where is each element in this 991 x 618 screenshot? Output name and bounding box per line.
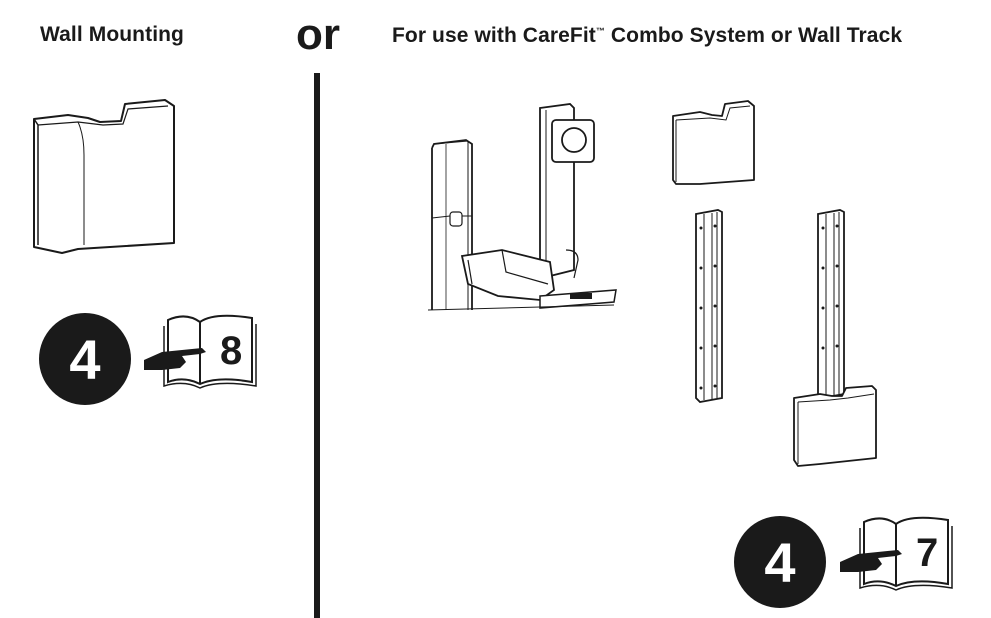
combo-system-illustration [427, 103, 617, 311]
carefit-heading: For use with CareFit™ Combo System or Wa… [392, 24, 902, 48]
page-number-label-2: 7 [916, 531, 938, 575]
book-page-reference-icon: 8 [144, 314, 257, 389]
trademark-mark: ™ [595, 26, 605, 36]
or-label: or [296, 10, 340, 59]
track-with-cover-illustration [793, 209, 877, 467]
step-number-circle: 4 [39, 313, 131, 405]
wall-cover-illustration [33, 99, 175, 254]
small-cover-illustration [672, 100, 755, 185]
page-number-label: 8 [220, 329, 242, 373]
open-book-icon [163, 314, 257, 389]
pointing-hand-icon [840, 550, 902, 572]
heading-rest: Combo System or Wall Track [604, 24, 903, 47]
pointing-hand-icon [144, 348, 206, 370]
wall-mounting-heading: Wall Mounting [40, 23, 184, 46]
book-page-reference-icon-2: 7 [840, 516, 953, 591]
step-number-circle-2: 4 [734, 516, 826, 608]
wall-track-rail-illustration [695, 209, 723, 403]
heading-main: For use with CareFit [392, 24, 596, 47]
vertical-divider [314, 73, 320, 618]
